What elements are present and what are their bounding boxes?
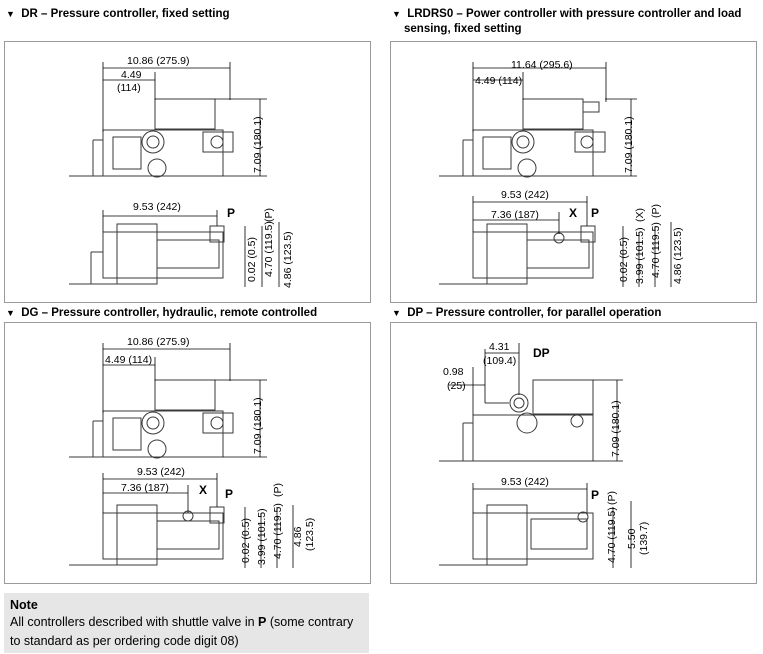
dim-lr-4-70: 4.70 (119.5) [650, 222, 662, 278]
dim-dr-0-02: 0.02 (0.5) [246, 237, 258, 282]
port-label-p: P [227, 206, 235, 220]
dim-dg-bottom-width: 9.53 (242) [137, 466, 185, 478]
port-label-x: X [569, 206, 577, 220]
dim-dg-4-70: 4.70 (119.5) [272, 503, 284, 559]
dim-lr-3-99: 3.99 (101.5) [634, 227, 646, 284]
dim-lr-4-86: 4.86 (123.5) [672, 227, 684, 284]
dim-dp-139-7: (139.7) [638, 522, 650, 555]
drawing-lrdrs0: 11.64 (295.6) 4.49 (114) 7.09 (180.1) 9.… [439, 59, 684, 287]
port-label-p: P [591, 206, 599, 220]
caption-dp-text: DP – Pressure controller, for parallel o… [407, 307, 662, 319]
dim-dg-0-02: 0.02 (0.5) [240, 518, 252, 563]
caption-dr: ▼ DR – Pressure controller, fixed settin… [6, 7, 230, 22]
caption-lrdrs0: ▼ LRDRS0 – Power controller with pressur… [392, 7, 741, 37]
dim-lr-height: 7.09 (180.1) [623, 116, 635, 173]
panel-dg: 10.86 (275.9) 4.49 (114) 7.09 (180.1) 9.… [4, 322, 371, 584]
dim-dg-offset: 4.49 (114) [105, 354, 152, 366]
dim-dp-offset: 4.31 [489, 341, 510, 353]
dim-dp-height: 7.09 (180.1) [610, 400, 622, 457]
dim-dg-width: 10.86 (275.9) [127, 336, 189, 348]
port-label-p: P [225, 487, 233, 501]
dim-lr-offset: 4.49 (114) [475, 75, 522, 87]
triangle-icon: ▼ [392, 308, 401, 318]
triangle-icon: ▼ [392, 9, 401, 19]
dim-lr-0-02: 0.02 (0.5) [618, 237, 630, 282]
dim-dr-p: (P) [263, 208, 275, 222]
caption-dg-text: DG – Pressure controller, hydraulic, rem… [21, 307, 318, 319]
caption-dp: ▼ DP – Pressure controller, for parallel… [392, 306, 661, 321]
dim-dp-bottom-width: 9.53 (242) [501, 476, 549, 488]
dim-dp-25: (25) [447, 380, 466, 392]
dim-dg-123-5: (123.5) [304, 518, 316, 551]
port-label-p: P [591, 488, 599, 502]
dim-dg-4-86: 4.86 [292, 526, 304, 547]
dim-dr-offset-mm: (114) [117, 82, 141, 94]
drawing-dr: 10.86 (275.9) 4.49 (114) 7.09 (180.1) 9.… [69, 55, 294, 288]
panel-dp: 4.31 (109.4) DP 0.98 (25) 7.09 (180.1) 9… [390, 322, 757, 584]
dim-dr-offset: 4.49 [121, 69, 142, 81]
dim-lr-bottom-width: 9.53 (242) [501, 189, 549, 201]
dim-dg-height: 7.09 (180.1) [252, 397, 264, 454]
note-text-bold: P [258, 615, 267, 629]
caption-dg: ▼ DG – Pressure controller, hydraulic, r… [6, 306, 317, 321]
dim-lr-x: (X) [634, 208, 646, 222]
dim-lr-x-offset: 7.36 (187) [491, 209, 539, 221]
dim-dr-4-70: 4.70 (119.5) [263, 221, 275, 277]
note-text-start: All controllers described with shuttle v… [10, 615, 259, 629]
dim-dg-3-99: 3.99 (101.5) [256, 508, 268, 565]
note-text-end: (some contrary to standard as per orderi… [10, 615, 354, 648]
port-label-dp: DP [533, 346, 550, 360]
dim-dp-5-50: 5.50 [626, 528, 638, 549]
drawing-dp: 4.31 (109.4) DP 0.98 (25) 7.09 (180.1) 9… [439, 341, 650, 568]
dim-lr-p: (P) [650, 204, 662, 218]
dim-dp-098: 0.98 [443, 366, 464, 378]
dim-dp-offset-mm: (109.4) [483, 355, 516, 367]
note-text: All controllers described with shuttle v… [10, 613, 363, 651]
note-box: Note All controllers described with shut… [4, 593, 369, 653]
dim-dr-width: 10.86 (275.9) [127, 55, 189, 67]
panel-dr: 10.86 (275.9) 4.49 (114) 7.09 (180.1) 9.… [4, 41, 371, 303]
dim-dg-p: (P) [272, 483, 284, 497]
triangle-icon: ▼ [6, 9, 15, 19]
dim-dr-4-86: 4.86 (123.5) [282, 231, 294, 288]
port-label-x: X [199, 483, 207, 497]
dim-dg-x-offset: 7.36 (187) [121, 482, 169, 494]
dim-dp-4-70: 4.70 (119.5) [606, 507, 618, 563]
triangle-icon: ▼ [6, 308, 15, 318]
dim-dp-p: (P) [606, 491, 618, 505]
dim-lr-width: 11.64 (295.6) [511, 59, 573, 71]
panel-lrdrs0: 11.64 (295.6) 4.49 (114) 7.09 (180.1) 9.… [390, 41, 757, 303]
caption-lrdrs0-line2: sensing, fixed setting [404, 23, 522, 35]
drawing-dg: 10.86 (275.9) 4.49 (114) 7.09 (180.1) 9.… [69, 336, 316, 568]
caption-lrdrs0-line1: LRDRS0 – Power controller with pressure … [407, 8, 742, 20]
dim-dr-height: 7.09 (180.1) [252, 116, 264, 173]
note-title: Note [10, 598, 38, 612]
caption-dr-text: DR – Pressure controller, fixed setting [21, 8, 230, 20]
dim-dr-bottom-width: 9.53 (242) [133, 201, 181, 213]
